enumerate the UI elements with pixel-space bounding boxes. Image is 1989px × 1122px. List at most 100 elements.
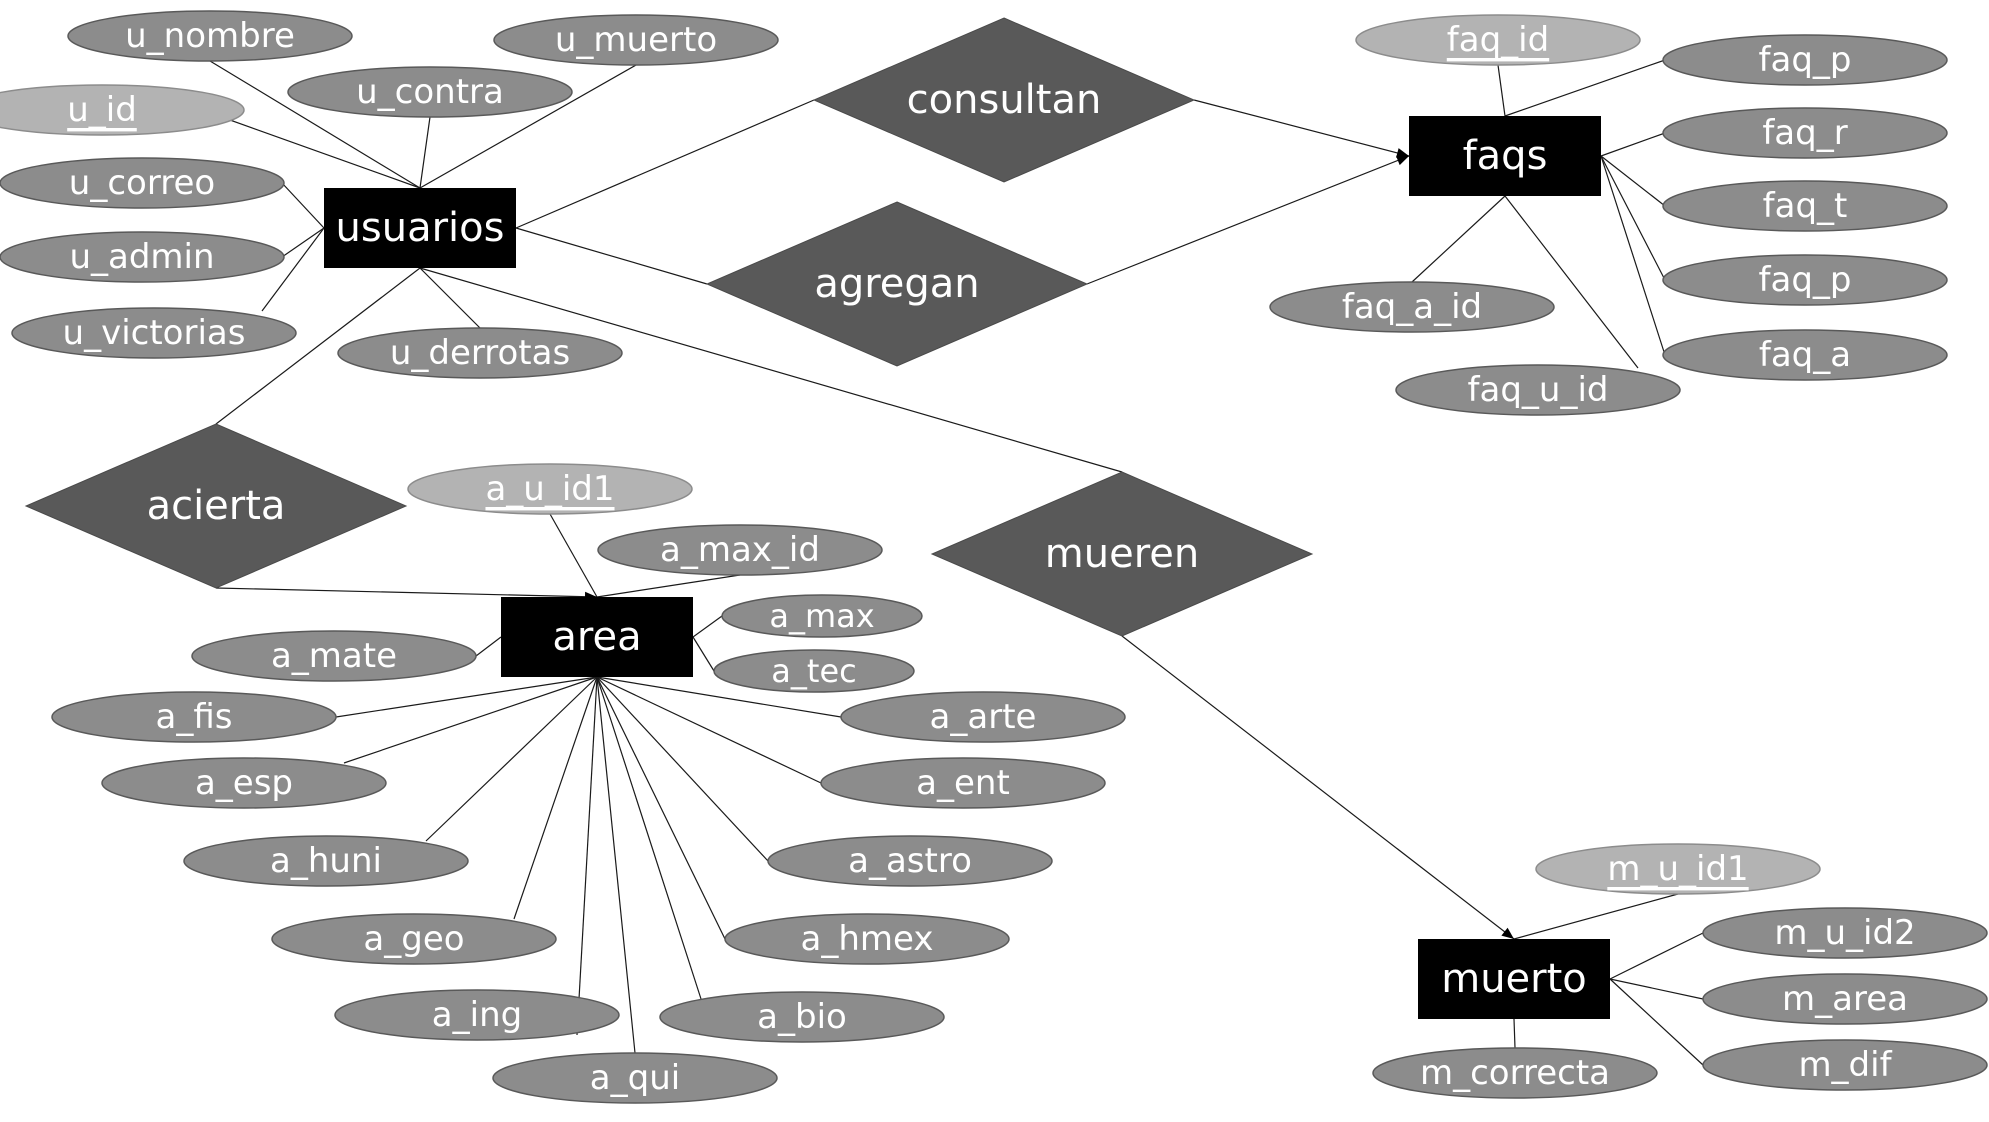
attribute-label: a_ing bbox=[432, 995, 522, 1035]
relationship-label: agregan bbox=[814, 261, 979, 307]
edge-faq_a_id-faqs bbox=[1411, 195, 1506, 283]
edge-m_u_id2-muerto bbox=[1609, 932, 1704, 980]
attribute-a_huni: a_huni bbox=[183, 835, 469, 887]
attribute-shape bbox=[597, 524, 883, 576]
attribute-a_qui: a_qui bbox=[492, 1052, 778, 1104]
attribute-label: a_mate bbox=[271, 636, 397, 676]
edge-usuarios-mueren bbox=[419, 267, 1123, 473]
attribute-label: a_fis bbox=[156, 697, 233, 737]
edge-acierta-area bbox=[215, 587, 598, 598]
attribute-m_dif: m_dif bbox=[1702, 1039, 1988, 1091]
entity-label: area bbox=[552, 614, 641, 660]
edge-a_ent-area bbox=[596, 676, 822, 784]
attribute-label: u_contra bbox=[356, 72, 504, 112]
attribute-shape bbox=[1702, 1039, 1988, 1091]
attribute-faq_p2: faq_p bbox=[1662, 254, 1948, 306]
edge-usuarios-agregan bbox=[515, 227, 708, 285]
edge-u_admin-usuarios bbox=[281, 227, 325, 258]
edge-a_arte-area bbox=[596, 676, 842, 718]
edge-a_mate-area bbox=[475, 636, 502, 657]
edge-usuarios-acierta bbox=[215, 267, 421, 425]
attribute-a_arte: a_arte bbox=[840, 691, 1126, 743]
entity-area: area bbox=[501, 597, 693, 677]
attribute-u_nombre: u_nombre bbox=[67, 10, 353, 62]
attribute-a_esp: a_esp bbox=[101, 757, 387, 809]
edge-a_geo-area bbox=[513, 676, 598, 920]
attribute-shape bbox=[183, 835, 469, 887]
edge-a_u_id1-area bbox=[549, 513, 598, 598]
attribute-a_geo: a_geo bbox=[271, 913, 557, 965]
key-attribute-shape bbox=[0, 84, 245, 136]
attribute-m_u_id1: m_u_id1 bbox=[1535, 843, 1821, 895]
attribute-shape bbox=[1395, 364, 1681, 416]
attribute-shape bbox=[493, 14, 779, 66]
relationship-mueren: mueren bbox=[930, 471, 1314, 637]
attribute-label: m_u_id2 bbox=[1774, 913, 1915, 953]
attribute-shape bbox=[287, 66, 573, 118]
relationship-label: acierta bbox=[147, 483, 286, 529]
attribute-shape bbox=[271, 913, 557, 965]
edge-faq_a-faqs bbox=[1600, 155, 1666, 356]
attribute-label: a_astro bbox=[848, 841, 972, 881]
key-attribute-shape bbox=[1355, 14, 1641, 66]
edge-faq_id-faqs bbox=[1497, 64, 1506, 117]
entity-shape bbox=[324, 188, 516, 268]
attribute-shape bbox=[1662, 107, 1948, 159]
attribute-a_fis: a_fis bbox=[51, 691, 337, 743]
edge-u_victorias-usuarios bbox=[261, 227, 325, 312]
attribute-u_id: u_id bbox=[0, 84, 245, 136]
attribute-shape bbox=[334, 989, 620, 1041]
entity-shape bbox=[1409, 116, 1601, 196]
attribute-shape bbox=[820, 757, 1106, 809]
edge-u_contra-usuarios bbox=[419, 116, 431, 189]
edge-m_area-muerto bbox=[1609, 978, 1704, 1000]
attribute-a_mate: a_mate bbox=[191, 630, 477, 682]
relationship-label: mueren bbox=[1045, 531, 1199, 577]
edge-a_max_id-area bbox=[596, 574, 741, 598]
attribute-label: a_arte bbox=[930, 697, 1037, 737]
entity-muerto: muerto bbox=[1418, 939, 1610, 1019]
attribute-label: faq_t bbox=[1763, 186, 1848, 226]
attribute-faq_r: faq_r bbox=[1662, 107, 1948, 159]
attribute-a_ing: a_ing bbox=[334, 989, 620, 1041]
attribute-faq_t: faq_t bbox=[1662, 180, 1948, 232]
attribute-a_tec: a_tec bbox=[713, 649, 915, 693]
relationship-shape bbox=[812, 17, 1196, 183]
attribute-a_max_id: a_max_id bbox=[597, 524, 883, 576]
edge-a_bio-area bbox=[596, 676, 703, 1003]
attribute-label: faq_r bbox=[1762, 113, 1847, 153]
attribute-shape bbox=[1662, 329, 1948, 381]
attribute-m_u_id2: m_u_id2 bbox=[1702, 907, 1988, 959]
attribute-label: m_correcta bbox=[1420, 1053, 1610, 1093]
attribute-shape bbox=[101, 757, 387, 809]
edge-m_u_id1-muerto bbox=[1513, 893, 1679, 940]
attribute-shape bbox=[1662, 180, 1948, 232]
attribute-faq_a: faq_a bbox=[1662, 329, 1948, 381]
attribute-shape bbox=[659, 991, 945, 1043]
attribute-a_astro: a_astro bbox=[767, 835, 1053, 887]
attribute-label: faq_p bbox=[1759, 260, 1852, 300]
attribute-shape bbox=[1662, 34, 1948, 86]
attribute-shape bbox=[713, 649, 915, 693]
entity-label: usuarios bbox=[336, 205, 505, 251]
edge-u_id-usuarios bbox=[201, 109, 421, 189]
attribute-label: a_hmex bbox=[801, 919, 934, 959]
edge-m_dif-muerto bbox=[1609, 978, 1704, 1066]
edge-usuarios-consultan bbox=[515, 99, 815, 229]
edge-u_derrotas-usuarios bbox=[419, 267, 481, 329]
attribute-label: a_huni bbox=[270, 841, 382, 881]
edge-u_muerto-usuarios bbox=[419, 64, 637, 189]
nodes-layer: consultan agregan acierta mueren usuarios faq… bbox=[0, 10, 1988, 1104]
edge-a_hmex-area bbox=[596, 676, 726, 940]
attribute-label: a_tec bbox=[771, 652, 856, 690]
attribute-shape bbox=[840, 691, 1126, 743]
relationship-label: consultan bbox=[907, 77, 1102, 123]
attribute-shape bbox=[767, 835, 1053, 887]
attribute-shape bbox=[337, 327, 623, 379]
attribute-label: a_u_id1 bbox=[485, 469, 614, 509]
attribute-shape bbox=[1702, 907, 1988, 959]
attribute-label: u_correo bbox=[69, 163, 215, 203]
edge-a_astro-area bbox=[596, 676, 769, 862]
entity-shape bbox=[501, 597, 693, 677]
attribute-m_area: m_area bbox=[1702, 973, 1988, 1025]
